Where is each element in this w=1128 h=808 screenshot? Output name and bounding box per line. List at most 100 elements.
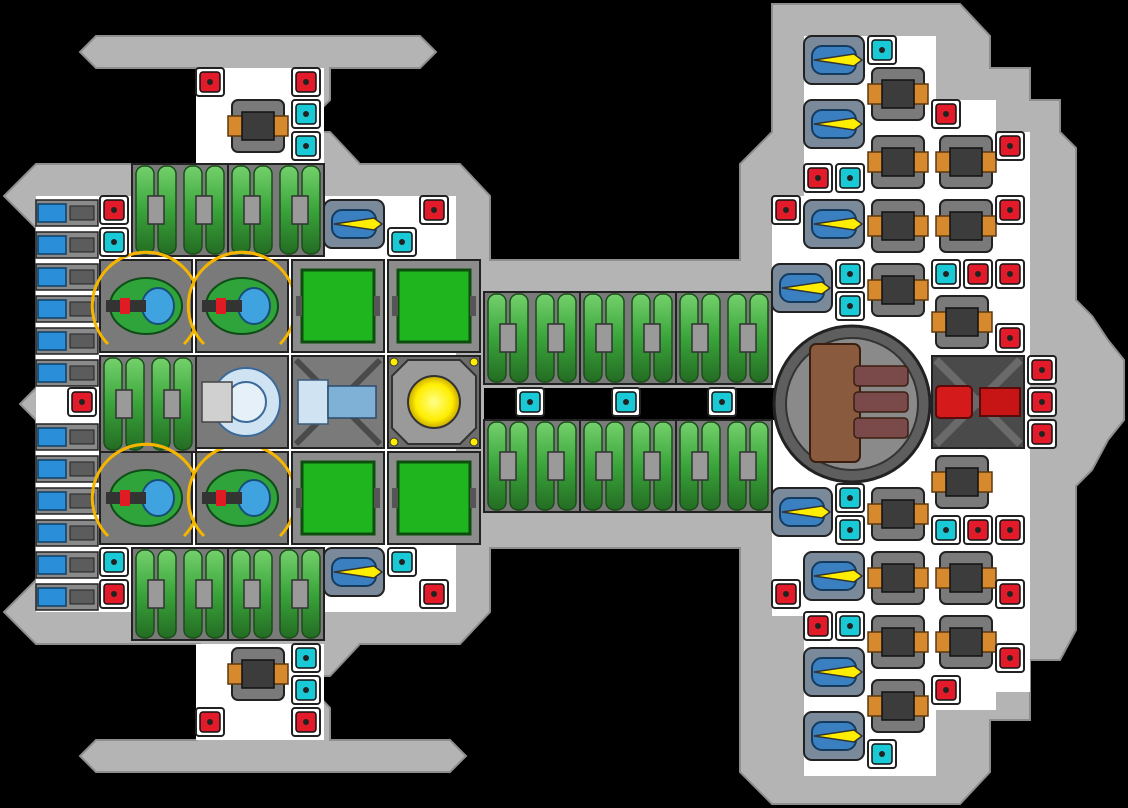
railgun-turret [771, 263, 833, 313]
railgun-turret [803, 199, 865, 249]
armor-module [675, 419, 773, 513]
autocannon-turret [227, 99, 289, 153]
thruster-icon [35, 519, 99, 547]
cyan-power-node [515, 387, 545, 417]
red-power-node [995, 515, 1025, 545]
thruster-icon [35, 231, 99, 259]
red-power-node [419, 195, 449, 225]
green-hangar-bay [291, 451, 385, 545]
cyan-power-node [835, 483, 865, 513]
autocannon-turret [931, 295, 993, 349]
thruster-icon [35, 359, 99, 387]
railgun-turret [803, 647, 865, 697]
autocannon-turret [867, 67, 929, 121]
green-hangar-bay [387, 259, 481, 353]
cyan-power-node [99, 547, 129, 577]
thruster-icon [35, 199, 99, 227]
shield-generator [90, 250, 202, 353]
railgun-turret [323, 547, 385, 597]
railgun-turret [803, 35, 865, 85]
shield-generator [90, 442, 202, 545]
autocannon-turret [867, 135, 929, 189]
red-power-node [995, 131, 1025, 161]
cyan-power-node [707, 387, 737, 417]
cyan-power-node [931, 515, 961, 545]
autocannon-turret [935, 615, 997, 669]
red-power-node [1027, 355, 1057, 385]
thruster-icon [35, 263, 99, 291]
cyan-power-node [291, 675, 321, 705]
armor-module [131, 163, 229, 257]
autocannon-turret [931, 455, 993, 509]
autocannon-turret [867, 679, 929, 733]
thruster-icon [35, 295, 99, 323]
cyan-power-node [291, 99, 321, 129]
red-power-node [195, 67, 225, 97]
railgun-turret [771, 487, 833, 537]
autocannon-turret [935, 199, 997, 253]
shield-generator [186, 442, 298, 545]
red-power-node [803, 163, 833, 193]
cyan-power-node [611, 387, 641, 417]
red-power-node [803, 611, 833, 641]
shield-emitter [195, 355, 289, 449]
cyan-power-node [387, 227, 417, 257]
thruster-icon [35, 551, 99, 579]
reactor-core [387, 355, 481, 449]
autocannon-turret [867, 551, 929, 605]
armor-module [227, 163, 325, 257]
cyan-power-node [835, 515, 865, 545]
red-power-node [995, 195, 1025, 225]
green-hangar-bay [387, 451, 481, 545]
red-power-node [291, 707, 321, 737]
red-power-node [995, 323, 1025, 353]
red-power-node [963, 259, 993, 289]
cyan-power-node [867, 35, 897, 65]
red-power-node [995, 579, 1025, 609]
cyan-power-node [291, 131, 321, 161]
shield-generator [186, 250, 298, 353]
thruster-icon [35, 455, 99, 483]
autocannon-turret [227, 647, 289, 701]
red-power-node [99, 579, 129, 609]
cyan-power-node [99, 227, 129, 257]
red-power-node [195, 707, 225, 737]
autocannon-turret [935, 135, 997, 189]
railgun-turret [803, 99, 865, 149]
railgun-turret [803, 551, 865, 601]
red-power-node [995, 259, 1025, 289]
thruster-icon [35, 583, 99, 611]
armor-module [99, 355, 197, 453]
red-power-node [963, 515, 993, 545]
autocannon-turret [867, 487, 929, 541]
red-power-node [995, 643, 1025, 673]
cyan-power-node [835, 259, 865, 289]
red-power-node [771, 579, 801, 609]
red-power-node [1027, 387, 1057, 417]
red-power-node [291, 67, 321, 97]
railgun-turret [803, 711, 865, 761]
railgun-turret [323, 199, 385, 249]
cyan-power-node [931, 259, 961, 289]
armor-module [483, 291, 581, 385]
thruster-icon [35, 423, 99, 451]
autocannon-turret [867, 615, 929, 669]
armor-module [579, 419, 677, 513]
armor-module [579, 291, 677, 385]
red-power-node [1027, 419, 1057, 449]
cyan-power-node [835, 163, 865, 193]
red-power-node [771, 195, 801, 225]
red-laser-turret [931, 355, 1025, 449]
autocannon-turret [867, 263, 929, 317]
red-power-node [931, 675, 961, 705]
armor-module [131, 547, 229, 641]
cyan-power-node [867, 739, 897, 769]
thruster-icon [35, 327, 99, 355]
heavy-cannon [772, 324, 932, 484]
armor-module [227, 547, 325, 641]
autocannon-turret [867, 199, 929, 253]
red-power-node [419, 579, 449, 609]
armor-module [675, 291, 773, 385]
